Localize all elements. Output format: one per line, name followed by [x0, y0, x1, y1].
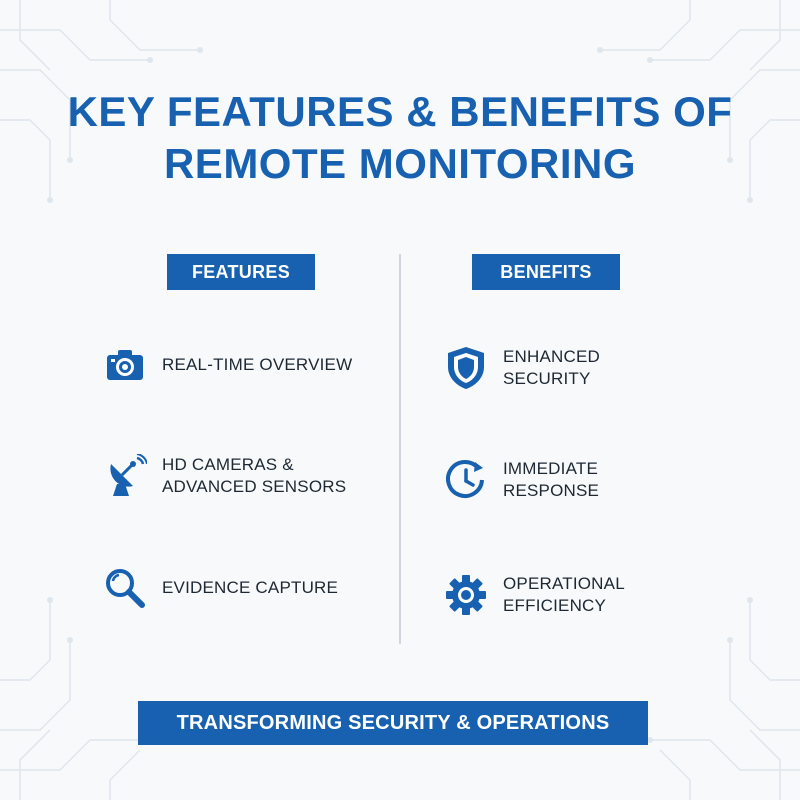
benefit-label: IMMEDIATE RESPONSE — [503, 459, 600, 500]
benefit-label: OPERATIONAL EFFICIENCY — [503, 574, 625, 615]
benefit-item-immediate-response: IMMEDIATE RESPONSE — [443, 457, 599, 503]
satellite-dish-icon — [102, 453, 148, 499]
magnifier-icon — [102, 565, 148, 611]
feature-label: REAL-TIME OVERVIEW — [162, 355, 353, 374]
title-line-2: REMOTE MONITORING — [163, 140, 637, 187]
features-header: FEATURES — [167, 254, 315, 290]
camera-icon — [102, 342, 148, 388]
benefit-label: ENHANCED SECURITY — [503, 347, 601, 388]
page-title: KEY FEATURES & BENEFITS OF REMOTE MONITO… — [0, 86, 800, 190]
feature-item-evidence-capture: EVIDENCE CAPTURE — [102, 565, 338, 611]
benefit-item-operational-efficiency: OPERATIONAL EFFICIENCY — [443, 572, 625, 618]
feature-item-hd-cameras: HD CAMERAS & ADVANCED SENSORS — [102, 453, 346, 499]
gear-icon — [443, 572, 489, 618]
shield-icon — [443, 345, 489, 391]
benefits-header: BENEFITS — [472, 254, 620, 290]
feature-item-realtime-overview: REAL-TIME OVERVIEW — [102, 342, 352, 388]
footer-banner: TRANSFORMING SECURITY & OPERATIONS — [138, 701, 648, 745]
column-divider — [399, 254, 401, 644]
clock-icon — [443, 457, 489, 503]
title-line-1: KEY FEATURES & BENEFITS OF — [67, 88, 733, 135]
benefit-item-enhanced-security: ENHANCED SECURITY — [443, 345, 600, 391]
feature-label: EVIDENCE CAPTURE — [162, 578, 339, 597]
feature-label: HD CAMERAS & ADVANCED SENSORS — [162, 455, 347, 496]
